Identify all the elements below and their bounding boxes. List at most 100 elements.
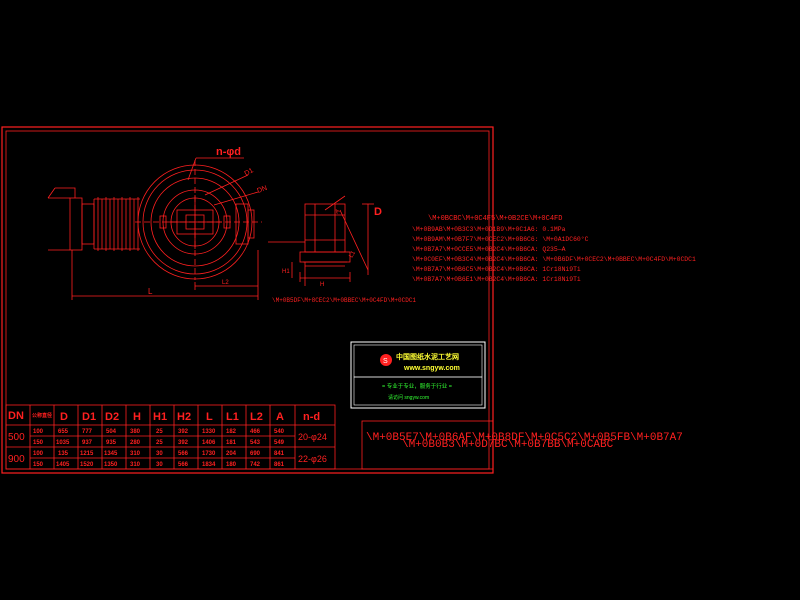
spec-line: \M+0B7A7\M+0B6E1\M+0B2C4\M+0B6CA: 1Cr18N… [412,276,581,283]
table-cell: 135 [58,451,69,457]
table-cell: 150 [33,440,44,446]
header-nominal: 公称直径 [32,412,52,419]
table-row: 150 1405 1520 1350 310 30 566 1834 180 7… [33,462,285,468]
table-cell: 30 [156,462,163,468]
table-row: 150 1035 937 935 280 25 392 1406 181 543… [33,440,285,446]
front-view-drawing [47,157,262,300]
spec-line: \M+0C0EF\M+0B3C4\M+0B2C4\M+0B6CA: \M+0B6… [412,256,696,263]
table-cell: 1330 [202,429,216,435]
table-cell: 100 [33,451,44,457]
table-cell-nd: 20-φ24 [298,432,327,442]
header-h: H [133,411,141,423]
header-d: D [60,411,68,423]
table-cell: 181 [226,440,237,446]
table-cell: 566 [178,462,189,468]
label-n-phi-d: n-φd [216,146,241,158]
company-link[interactable]: 请访问 sngyw.com [388,394,429,401]
table-cell: 549 [274,440,285,446]
header-n-d: n-d [303,411,320,423]
table-group-900: 900 22-φ26 100 135 1215 1345 310 30 566 … [8,451,327,468]
spec-line: \M+0B9AB\M+0B3C3\M+0D1B9\M+0C1A6: 0.1MPa [412,226,566,233]
table-cell: 150 [33,462,44,468]
bottom-title-block: \M+0B5E7\M+0B6AF\M+0B8DF\M+0C5C2\M+0B5FB… [361,420,683,470]
parameter-table [5,404,336,470]
header-h2: H2 [177,411,191,423]
header-l: L [206,411,213,423]
table-cell: 540 [274,429,285,435]
front-view-labels: n-φd D1 DN L L2 [148,146,268,296]
company-logo-icon [380,354,392,366]
table-cell: 1345 [104,451,118,457]
header-dn: DN [8,410,24,422]
table-cell: 25 [156,429,163,435]
header-l2: L2 [250,411,263,423]
table-cell-nd: 22-φ26 [298,454,327,464]
table-cell: 30 [156,451,163,457]
header-l1: L1 [226,411,239,423]
table-cell: 182 [226,429,237,435]
table-cell: 1350 [104,462,118,468]
table-cell: 1520 [80,462,94,468]
table-cell: 392 [178,440,189,446]
header-a: A [276,411,284,423]
header-h1: H1 [153,411,167,423]
table-cell: 1215 [80,451,94,457]
company-website[interactable]: www.sngyw.com [403,365,460,372]
table-cell: 466 [250,429,261,435]
table-cell: 310 [130,451,141,457]
label-dn: DN [256,185,268,195]
label-a: A [334,208,341,215]
label-l: L [148,287,153,296]
table-cell: 861 [274,462,285,468]
table-cell: 392 [178,429,189,435]
table-cell: 841 [274,451,285,457]
side-view-drawing [268,195,374,286]
table-cell: 204 [226,451,237,457]
label-h: H [320,282,324,288]
spec-line: \M+0B7A7\M+0CCE5\M+0B2C4\M+0B6CA: Q235—A [412,246,566,253]
table-cell: 180 [226,462,237,468]
table-cell: 1405 [56,462,70,468]
company-name: 中国图纸水泥工艺网 [396,352,459,361]
table-cell: 566 [178,451,189,457]
table-cell: 1730 [202,451,216,457]
table-cell: 380 [130,429,141,435]
svg-text:S: S [383,358,388,365]
table-header: DN 公称直径 D D1 D2 H H1 H2 L L1 L2 A n-d [8,410,320,423]
table-cell: 100 [33,429,44,435]
label-d1: D1 [244,167,255,178]
spec-line: \M+0B7A7\M+0B6C5\M+0B2C4\M+0B6CA: 1Cr18N… [412,266,581,273]
table-row: 100 135 1215 1345 310 30 566 1730 204 69… [33,451,285,457]
table-cell: 777 [82,429,93,435]
spec-title: \M+0BCBC\M+0C4F5\M+0B2CE\M+0C4FD [428,215,562,223]
table-cell: 310 [130,462,141,468]
table-cell: 504 [106,429,117,435]
label-l2: L2 [222,280,229,286]
table-cell: 655 [58,429,69,435]
table-cell: 543 [250,440,261,446]
table-cell: 1035 [56,440,70,446]
table-cell: 690 [250,451,261,457]
spec-block: \M+0BCBC\M+0C4F5\M+0B2CE\M+0C4FD \M+0B9A… [412,215,696,283]
table-cell: 742 [250,462,261,468]
table-cell: 1406 [202,440,216,446]
company-slogan: = 专业于专业，服务于行业 = [382,382,452,390]
title-block: S 中国图纸水泥工艺网 www.sngyw.com = 专业于专业，服务于行业 … [350,341,486,409]
header-d2: D2 [105,411,119,423]
table-cell-dn: 500 [8,432,25,443]
table-cell: 280 [130,440,141,446]
label-h1: H1 [282,269,290,275]
bottom-title-line2: \M+0B0B3\M+0D7BC\M+0B7BB\M+0CABC [402,439,614,451]
table-cell: 1834 [202,462,216,468]
table-cell: 25 [156,440,163,446]
bellows-convolutions [93,197,140,251]
bottom-title-line1: \M+0B5E7\M+0B6AF\M+0B8DF\M+0C5C2\M+0B5FB… [366,432,683,444]
table-cell: 937 [82,440,93,446]
header-d1: D1 [82,411,96,423]
side-view-labels: D A L1 H1 H \M+0B5DF\M+8CEC2\M+0BBEC\M+0… [272,206,416,304]
table-row: 100 655 777 504 380 25 392 1330 182 466 … [33,429,285,435]
spec-line: \M+0B9AM\M+0B7F7\M+0CEC2\M+0B6C6: \M+0A1… [412,235,589,243]
table-cell: 935 [106,440,117,446]
table-cell-dn: 900 [8,454,25,465]
